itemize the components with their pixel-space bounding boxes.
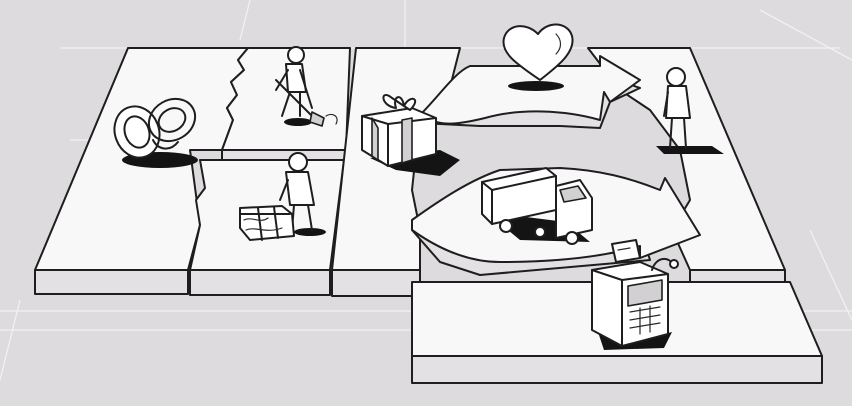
delivery-truck-icon [481,167,593,245]
digging-person-icon [275,46,338,127]
heart-icon [502,23,574,91]
person-with-boxes-icon [239,152,326,241]
cash-register-icon [591,239,679,350]
gift-box-icon [361,94,460,176]
interlocked-rings-icon [113,97,198,168]
standing-person-icon [656,67,724,154]
